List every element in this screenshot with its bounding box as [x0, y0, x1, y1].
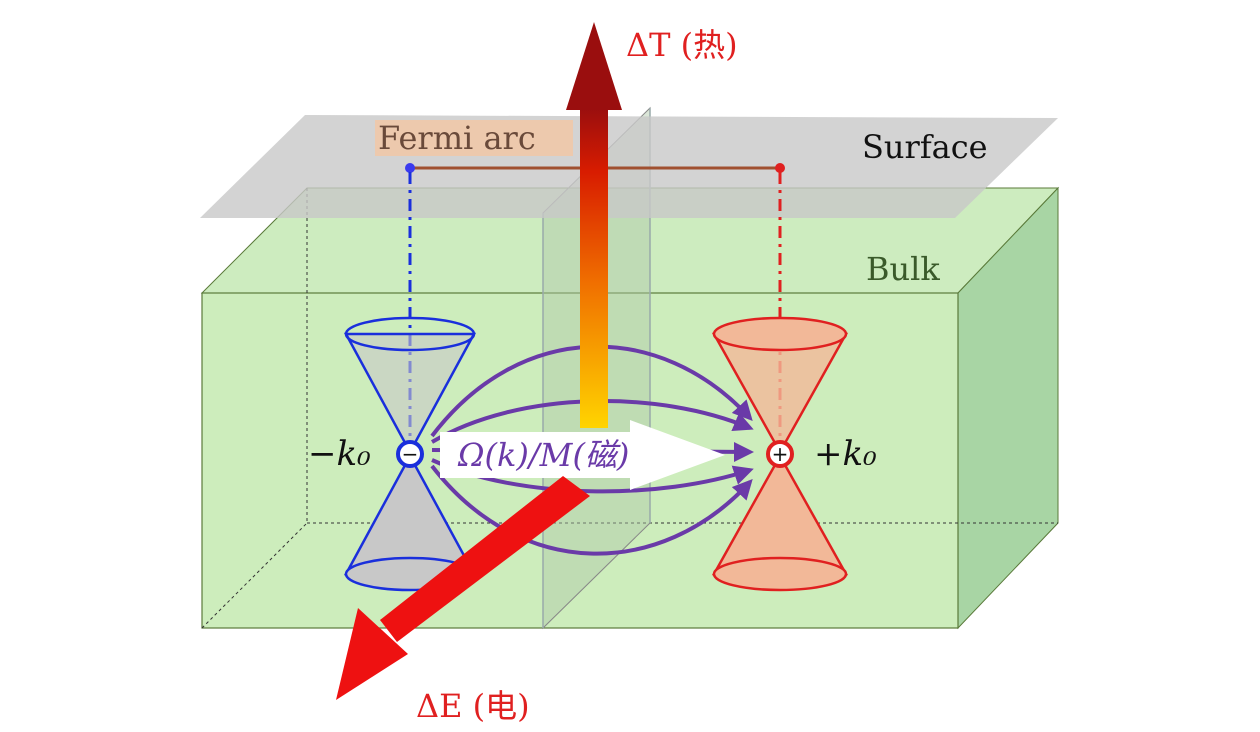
- bulk-hidden-edges: [201, 188, 1058, 629]
- svg-text:−: −: [402, 442, 419, 466]
- berry-curvature-label: Ω(k)/M(磁): [457, 436, 629, 474]
- bulk-label: Bulk: [866, 250, 940, 288]
- heat-arrow: [566, 22, 622, 428]
- delta-t-label: ΔT (热): [626, 26, 738, 64]
- fermi-arc-label: Fermi arc: [378, 119, 536, 157]
- minus-node-marker: −: [396, 440, 424, 468]
- delta-e-label: ΔE (电): [416, 687, 530, 725]
- minus-k0-label: −k₀: [308, 434, 371, 474]
- surface-label: Surface: [862, 128, 988, 166]
- berry-flux-arrow: [440, 420, 725, 490]
- svg-text:+: +: [772, 442, 789, 466]
- right-weyl-cone: [711, 316, 849, 592]
- plus-node-marker: +: [766, 440, 794, 468]
- plus-k0-label: +k₀: [814, 434, 877, 474]
- electric-arrow: [336, 476, 590, 700]
- fermi-arc-label-bg: [375, 120, 573, 156]
